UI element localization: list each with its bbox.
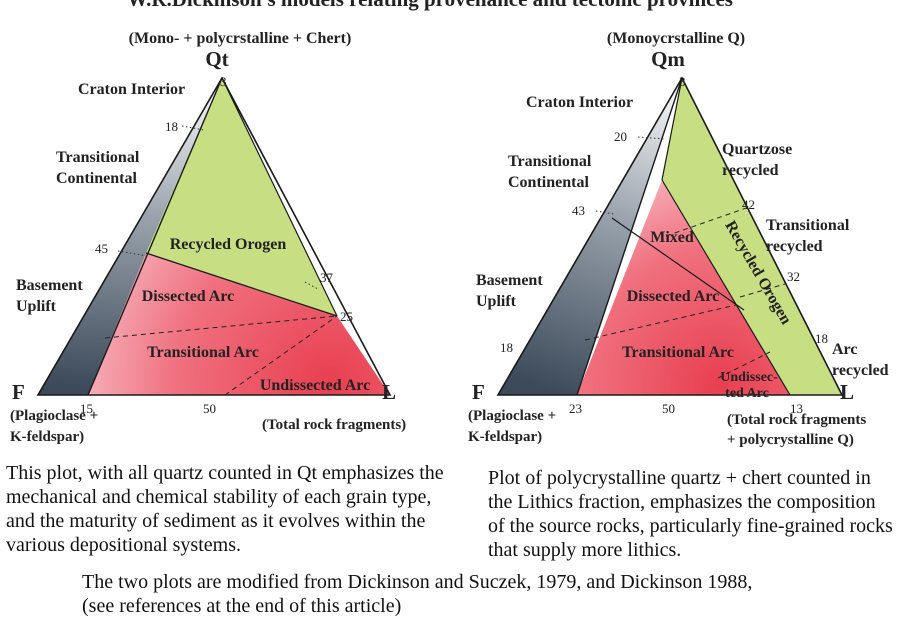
- right-label-basement-uplift-2: Uplift: [476, 293, 517, 310]
- left-left-note-2: K-feldspar): [10, 429, 84, 445]
- left-label-craton-interior: Craton Interior: [78, 81, 185, 98]
- right-top-note: (Monoycrstalline Q): [607, 30, 745, 47]
- left-top-note: (Mono- + polycrstalline + Chert): [129, 30, 352, 47]
- left-tick-3: 3: [220, 74, 227, 89]
- right-tick-42: 42: [742, 197, 755, 212]
- right-label-quartzose-recycled-2: recycled: [722, 162, 779, 179]
- left-tick-45: 45: [95, 241, 108, 256]
- right-label-mixed: Mixed: [650, 229, 694, 246]
- left-apex-right: L: [382, 380, 396, 404]
- right-tick-32: 32: [787, 269, 800, 284]
- left-label-undissected-arc: Undissected Arc: [260, 377, 370, 394]
- right-dashed-dissected: [584, 304, 737, 341]
- footer-line-1: The two plots are modified from Dickinso…: [82, 571, 753, 593]
- right-dotted-20: [637, 136, 667, 140]
- caption-left: This plot, with all quartz counted in Qt…: [6, 462, 444, 556]
- left-ternary-diagram: (Mono- + polycrstalline + Chert) Qt F L …: [10, 30, 406, 445]
- right-label-undissected-arc-1: Undissec-: [720, 370, 778, 385]
- left-left-note-1: (Plagioclase +: [10, 408, 98, 424]
- right-label-transitional-continental-1: Transitional: [508, 153, 592, 170]
- right-boundary-recycled-left: [661, 77, 683, 181]
- right-label-craton-interior: Craton Interior: [526, 94, 633, 111]
- right-dashed-transitional: [739, 283, 786, 298]
- left-tick-25: 25: [340, 309, 353, 324]
- right-tick-43: 43: [572, 203, 585, 218]
- left-label-dissected-arc: Dissected Arc: [142, 288, 235, 305]
- right-label-transitional-recycled-2: recycled: [766, 238, 823, 255]
- figure-title: W.R.Dickinson's models relating provenan…: [127, 0, 733, 11]
- right-left-note-1: (Plagioclase +: [468, 408, 556, 424]
- right-label-arc-recycled-1: Arc: [832, 341, 857, 358]
- left-tick-15: 15: [80, 401, 93, 416]
- right-boundary-recycled-inner: [661, 179, 791, 396]
- right-apex-top: Qm: [651, 47, 685, 71]
- left-dashed-undissected: [224, 315, 338, 396]
- right-label-quartzose-recycled-1: Quartzose: [722, 141, 792, 158]
- left-tick-18: 18: [165, 119, 178, 134]
- right-right-note-1: (Total rock fragments: [727, 412, 866, 428]
- right-dashed-quartzose: [665, 205, 753, 237]
- right-label-dissected-arc: Dissected Arc: [627, 288, 720, 305]
- right-tick-50: 50: [662, 401, 675, 416]
- right-label-transitional-arc: Transitional Arc: [622, 344, 734, 361]
- provenance-diagram: W.R.Dickinson's models relating provenan…: [10, 0, 889, 448]
- left-label-basement-uplift-2: Uplift: [16, 298, 57, 315]
- right-tick-18-right: 18: [815, 331, 828, 346]
- footer-line-2: (see references at the end of this artic…: [82, 595, 402, 617]
- right-boundary-craton: [576, 77, 683, 396]
- right-boundary-mixed: [611, 217, 745, 311]
- left-dotted-37: [304, 281, 319, 290]
- left-boundary-recycled: [221, 77, 338, 317]
- right-field-recycled-orogen: [662, 78, 842, 395]
- right-label-transitional-continental-2: Continental: [508, 174, 589, 191]
- right-tick-18-left: 18: [500, 340, 513, 355]
- left-dotted-45: [117, 250, 148, 257]
- right-tick-13: 13: [790, 401, 803, 416]
- right-left-note-2: K-feldspar): [468, 429, 542, 445]
- left-field-recycled-orogen: [146, 78, 337, 316]
- left-dashed-dissected: [104, 315, 338, 339]
- left-label-transitional-continental-2: Continental: [56, 170, 137, 187]
- right-tick-20: 20: [614, 129, 627, 144]
- right-dashed-undissected: [717, 351, 771, 379]
- left-apex-left: F: [12, 380, 25, 404]
- right-tick-3: 3: [679, 74, 686, 89]
- right-triangle-outline: [496, 76, 844, 396]
- caption-right: Plot of polycrystalline quartz + chert c…: [488, 467, 893, 561]
- left-label-transitional-arc: Transitional Arc: [147, 344, 259, 361]
- right-label-transitional-recycled-1: Transitional: [766, 217, 850, 234]
- right-label-basement-uplift-1: Basement: [476, 272, 543, 289]
- left-tick-37: 37: [320, 270, 334, 285]
- left-boundary-arc: [145, 252, 338, 317]
- right-label-undissected-arc-2: ted Arc: [725, 386, 769, 401]
- right-apex-right: L: [840, 380, 854, 404]
- right-tick-23: 23: [569, 401, 582, 416]
- right-ternary-diagram: (Monoycrstalline Q) Qm F L (Plagioclase …: [468, 30, 889, 448]
- left-apex-top: Qt: [205, 47, 228, 71]
- left-triangle-outline: [36, 76, 392, 396]
- right-right-note-2: + polycrystalline Q): [727, 432, 854, 448]
- left-tick-50: 50: [203, 401, 216, 416]
- right-label-arc-recycled-2: recycled: [832, 362, 889, 379]
- left-label-transitional-continental-1: Transitional: [56, 149, 140, 166]
- left-right-note: (Total rock fragments): [262, 417, 406, 433]
- left-boundary-craton: [87, 77, 223, 396]
- left-field-arc: [88, 253, 390, 395]
- right-field-arc: [577, 180, 790, 395]
- left-label-recycled-orogen: Recycled Orogen: [170, 236, 287, 253]
- right-dotted-43: [595, 210, 615, 215]
- right-apex-left: F: [472, 380, 485, 404]
- left-label-basement-uplift-1: Basement: [16, 277, 83, 294]
